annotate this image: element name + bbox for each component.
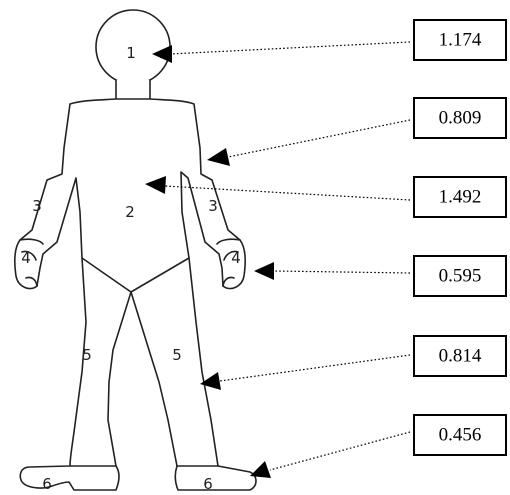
value-box-leg: 0.814: [413, 335, 507, 377]
arrow-head-icon: [152, 45, 172, 63]
value-hand: 0.595: [439, 266, 482, 287]
value-box-foot: 0.456: [413, 414, 507, 456]
right-hand-detail: [222, 250, 239, 287]
right-wrist-seam: [216, 238, 241, 245]
arrow-leg-icon: [200, 372, 221, 390]
value-leg: 0.814: [439, 346, 482, 367]
pelvis-seam: [81, 257, 190, 293]
region-label-right-arm: 3: [208, 197, 218, 215]
value-foot: 0.456: [439, 425, 482, 446]
region-label-head: 1: [126, 44, 136, 62]
region-label-right-hand: 4: [231, 249, 241, 267]
left-wrist-seam: [19, 238, 44, 245]
leader-line-foot: [269, 431, 411, 471]
region-label-left-hand: 4: [21, 249, 31, 267]
value-box-head: 1.174: [413, 19, 507, 61]
arrow-arm-icon: [207, 148, 230, 166]
value-box-trunk: 1.492: [413, 176, 507, 218]
leader-line-head: [169, 41, 411, 55]
leader-line-arm: [227, 119, 411, 158]
body-outline: [14, 98, 257, 491]
region-label-left-arm: 3: [32, 197, 42, 215]
region-label-left-foot: 6: [42, 475, 52, 493]
region-label-right-foot: 6: [203, 475, 213, 493]
arrow-hand-icon: [254, 262, 274, 280]
leader-line-hand: [273, 270, 411, 274]
arrow-trunk-icon: [145, 176, 166, 194]
leader-line-trunk: [164, 185, 411, 201]
callout-leaders: [145, 41, 411, 478]
arrow-foot-icon: [250, 461, 271, 478]
leader-line-leg: [219, 354, 411, 382]
value-box-hand: 0.595: [413, 255, 507, 297]
region-label-trunk: 2: [125, 203, 135, 221]
value-boxes: 1.174 0.809 1.492 0.595 0.814 0.456: [413, 19, 507, 456]
human-figure: 1 2 3 3 4 4 5 5 6 6: [14, 9, 257, 493]
neck-shape: [115, 79, 151, 102]
region-label-right-leg: 5: [172, 346, 182, 364]
region-label-left-leg: 5: [82, 346, 92, 364]
value-box-arm: 0.809: [413, 97, 507, 139]
value-head: 1.174: [439, 30, 482, 51]
value-trunk: 1.492: [439, 187, 482, 208]
left-hand-detail: [21, 250, 38, 287]
value-arm: 0.809: [439, 108, 482, 129]
